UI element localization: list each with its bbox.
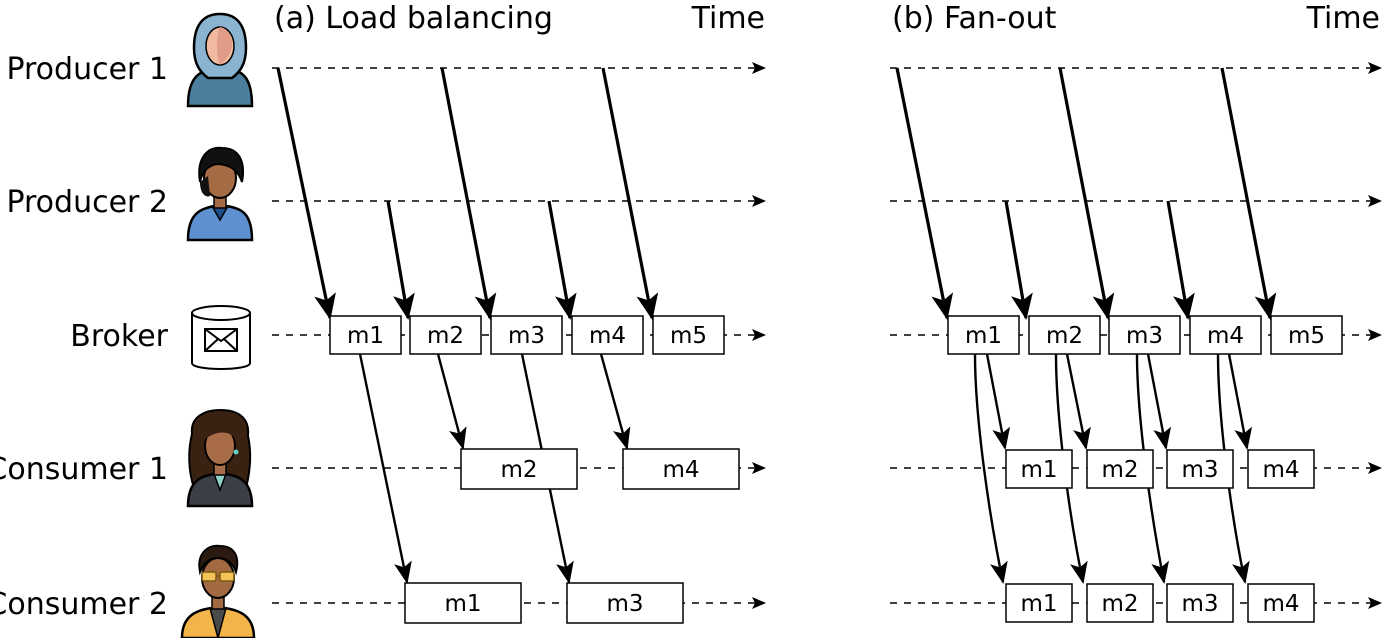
consumer-1-message-b-m1: m1 [1005,449,1073,489]
send-arrow-a-m2 [386,200,415,320]
deliver-arrow-b-m2-consumer-1 [1065,353,1091,450]
deliver-arrow-b-m4-consumer-1 [1227,353,1253,450]
panel-a-producer-sends [276,67,659,320]
role-label-consumer-1: Consumer 1 [0,452,168,487]
panel-b-consumer-2-messages: m1 m2 m3 m4 [1005,583,1315,623]
consumer-2-message-b-m3: m3 [1166,583,1234,623]
send-arrow-b-m1 [895,67,954,320]
role-label-producer-2: Producer 2 [6,185,168,220]
broker-message-a-m3-label: m3 [508,323,545,349]
role-label-consumer-2: Consumer 2 [0,587,168,622]
broker-message-a-m3: m3 [490,315,563,355]
broker-message-a-m1: m1 [329,315,402,355]
consumer-1-message-b-m4-label: m4 [1262,457,1299,483]
panel-a-broker-queue: m1 m2 m3 m4 m5 [329,315,725,355]
broker-message-b-m4: m4 [1189,315,1262,355]
consumer-2-message-b-m1: m1 [1005,583,1073,623]
broker-message-a-m2: m2 [409,315,482,355]
panel-title-fan-out: (b) Fan-out [892,1,1057,36]
consumer-2-message-a-m3-label: m3 [606,591,643,617]
broker-message-b-m1: m1 [947,315,1020,355]
send-arrow-a-m1 [276,67,336,320]
consumer-person-glasses-icon [180,544,256,638]
panel-a-consumer-2-messages: m1 m3 [404,582,684,624]
consumer-2-message-a-m3: m3 [566,582,684,624]
broker-mailbox-icon [191,305,251,370]
panel-a-consumer-1-messages: m2 m4 [460,448,740,490]
broker-message-a-m5-label: m5 [670,323,707,349]
broker-message-b-m5-label: m5 [1288,323,1325,349]
consumer-2-message-b-m1-label: m1 [1020,591,1057,617]
panel-b-consumer-1-messages: m1 m2 m3 m4 [1005,449,1315,489]
broker-message-a-m2-label: m2 [427,323,464,349]
broker-message-b-m2-label: m2 [1046,323,1083,349]
send-arrow-b-m5 [1220,67,1277,320]
consumer-1-message-b-m1-label: m1 [1020,457,1057,483]
broker-message-a-m1-label: m1 [347,323,384,349]
broker-message-b-m2: m2 [1028,315,1101,355]
deliver-arrow-a-m4 [599,353,631,450]
consumer-2-message-b-m2: m2 [1086,583,1154,623]
deliver-arrow-b-m3-consumer-1 [1146,353,1172,450]
broker-message-b-m3-label: m3 [1126,323,1163,349]
consumer-1-message-a-m2: m2 [460,448,578,490]
send-arrow-b-m2 [1004,200,1033,320]
consumer-2-message-b-m3-label: m3 [1181,591,1218,617]
consumer-1-message-b-m3-label: m3 [1181,457,1218,483]
consumer-1-message-b-m4: m4 [1247,449,1315,489]
panel-title-load-balancing: (a) Load balancing [274,1,553,36]
consumer-1-message-a-m4-label: m4 [662,457,699,483]
send-arrow-b-m4 [1166,200,1195,320]
broker-message-b-m3: m3 [1108,315,1181,355]
consumer-1-message-b-m2-label: m2 [1101,457,1138,483]
send-arrow-b-m3 [1058,67,1115,320]
panel-a-deliveries [358,353,631,584]
consumer-2-message-a-m1-label: m1 [444,591,481,617]
time-label-fan-out: Time [1306,1,1380,36]
consumer-woman-curly-hair-icon [186,408,254,508]
deliver-arrow-a-m2 [436,353,467,450]
deliver-arrow-b-m1-consumer-2 [973,353,1008,584]
broker-message-a-m5: m5 [652,315,725,355]
send-arrow-a-m4 [547,200,577,320]
producer-woman-icon [186,146,254,242]
consumer-1-message-a-m4: m4 [622,448,740,490]
panel-b-producer-sends [895,67,1277,320]
consumer-2-message-a-m1: m1 [404,582,522,624]
consumer-1-message-a-m2-label: m2 [500,457,537,483]
consumer-1-message-b-m2: m2 [1086,449,1154,489]
producer-woman-hijab-icon [186,12,254,108]
send-arrow-a-m3 [440,67,497,320]
broker-message-b-m1-label: m1 [965,323,1002,349]
consumer-1-message-b-m3: m3 [1166,449,1234,489]
broker-message-b-m5: m5 [1270,315,1343,355]
panel-b-broker-queue: m1 m2 m3 m4 m5 [947,315,1343,355]
consumer-2-message-b-m4-label: m4 [1262,591,1299,617]
deliver-arrow-b-m1-consumer-1 [985,353,1011,450]
deliver-arrow-a-m1 [358,353,412,584]
broker-message-a-m4-label: m4 [589,323,626,349]
time-label-load-balancing: Time [691,1,765,36]
send-arrow-a-m5 [601,67,659,320]
consumer-2-message-b-m2-label: m2 [1101,591,1138,617]
role-label-broker: Broker [70,319,168,354]
consumer-2-message-b-m4: m4 [1247,583,1315,623]
broker-message-b-m4-label: m4 [1207,323,1244,349]
broker-message-a-m4: m4 [571,315,644,355]
role-label-producer-1: Producer 1 [6,52,168,87]
